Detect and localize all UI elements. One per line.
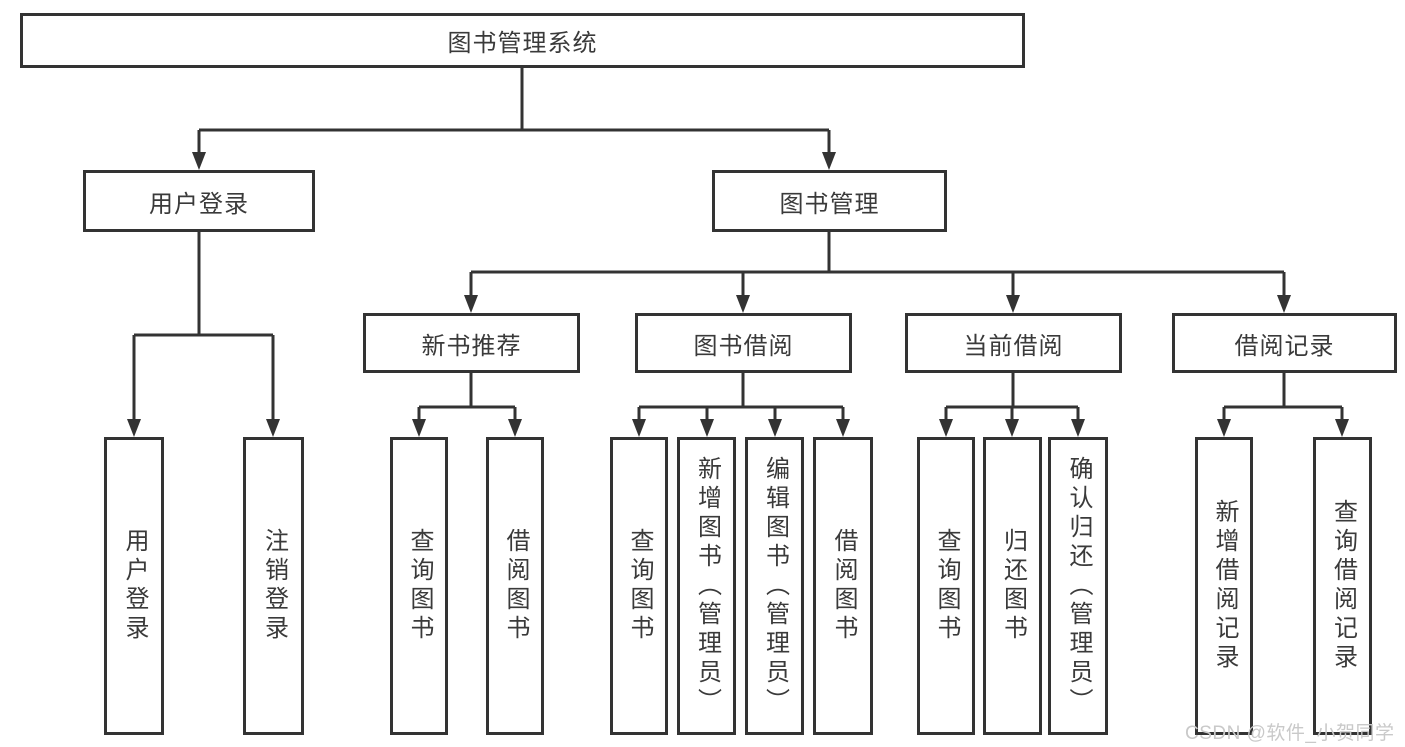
leaf-add-book-admin-label: 新增图书（管理员）: [693, 455, 721, 717]
arrow-down-icon: [1277, 295, 1291, 313]
leaf-query-books: 查询图书: [390, 437, 448, 735]
connector-current-borrowing-fan: [944, 373, 1080, 421]
leaf-edit-book-admin-label: 编辑图书（管理员）: [761, 455, 789, 717]
leaf-borrow-books: 借阅图书: [486, 437, 544, 735]
leaf-borrow-books-label: 借阅图书: [502, 528, 529, 644]
node-borrowing-records-label: 借阅记录: [1234, 332, 1335, 360]
leaf-user-login: 用户登录: [104, 437, 164, 735]
arrowheads: [127, 152, 1349, 437]
node-root-label: 图书管理系统: [447, 30, 598, 57]
connector-root-fan: [197, 68, 831, 154]
leaf-return-book-label: 归还图书: [999, 528, 1027, 644]
arrow-down-icon: [1217, 419, 1231, 437]
arrow-down-icon: [412, 419, 426, 437]
leaf-query-borrow-record: 查询借阅记录: [1313, 437, 1372, 735]
leaf-return-book: 归还图书: [983, 437, 1042, 735]
arrow-down-icon: [1335, 419, 1349, 437]
connector-book-management-fan: [469, 232, 1286, 297]
node-new-book-recommend: 新书推荐: [363, 313, 580, 373]
leaf-add-borrow-record: 新增借阅记录: [1195, 437, 1253, 735]
leaf-query-books-label: 查询图书: [406, 528, 433, 644]
arrow-down-icon: [464, 295, 478, 313]
node-borrowing-records: 借阅记录: [1172, 313, 1397, 373]
leaf-user-login-label: 用户登录: [121, 528, 148, 644]
node-current-borrowing: 当前借阅: [905, 313, 1122, 373]
connector-book-borrowing-fan: [637, 373, 845, 421]
node-user-login-label: 用户登录: [149, 190, 249, 218]
leaf-add-book-admin: 新增图书（管理员）: [677, 437, 736, 735]
arrow-down-icon: [632, 419, 646, 437]
leaf-add-borrow-record-label: 新增借阅记录: [1211, 499, 1238, 673]
leaf-confirm-return-admin: 确认归还（管理员）: [1048, 437, 1108, 735]
connector-new-book-recommend-fan: [417, 373, 517, 421]
arrow-down-icon: [836, 419, 850, 437]
arrow-down-icon: [939, 419, 953, 437]
leaf-query-books-label: 查询图书: [626, 528, 653, 644]
arrow-down-icon: [266, 419, 280, 437]
arrow-down-icon: [1071, 419, 1085, 437]
arrow-down-icon: [736, 295, 750, 313]
node-book-management: 图书管理: [712, 170, 947, 232]
arrow-down-icon: [508, 419, 522, 437]
arrow-down-icon: [768, 419, 782, 437]
connector-borrowing-records-fan: [1222, 373, 1344, 421]
arrow-down-icon: [1006, 295, 1020, 313]
node-new-book-recommend-label: 新书推荐: [421, 332, 522, 360]
connector-user-login-fan: [132, 232, 275, 421]
node-book-management-label: 图书管理: [779, 190, 880, 218]
arrow-down-icon: [192, 152, 206, 170]
node-current-borrowing-label: 当前借阅: [963, 332, 1064, 360]
node-book-borrowing-label: 图书借阅: [693, 332, 794, 360]
node-book-borrowing: 图书借阅: [635, 313, 852, 373]
csdn-watermark: CSDN @软件_小贺同学: [1185, 723, 1395, 744]
leaf-query-books: 查询图书: [610, 437, 668, 735]
arrow-down-icon: [127, 419, 141, 437]
leaf-logout-label: 注销登录: [260, 528, 288, 644]
arrow-down-icon: [822, 152, 836, 170]
node-user-login: 用户登录: [83, 170, 315, 232]
leaf-borrow-books: 借阅图书: [813, 437, 873, 735]
leaf-confirm-return-admin-label: 确认归还（管理员）: [1065, 455, 1092, 717]
leaf-query-books-label: 查询图书: [933, 528, 960, 644]
leaf-query-books: 查询图书: [917, 437, 975, 735]
arrow-down-icon: [700, 419, 714, 437]
leaf-borrow-books-label: 借阅图书: [830, 528, 857, 644]
leaf-logout: 注销登录: [243, 437, 304, 735]
arrow-down-icon: [1005, 419, 1019, 437]
node-root: 图书管理系统: [20, 13, 1025, 68]
leaf-edit-book-admin: 编辑图书（管理员）: [745, 437, 804, 735]
leaf-query-borrow-record-label: 查询借阅记录: [1329, 499, 1357, 673]
